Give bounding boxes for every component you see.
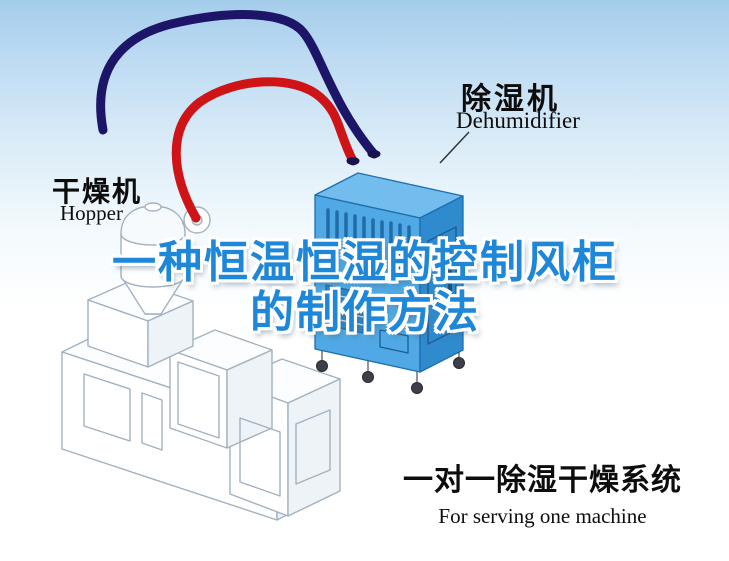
navy-pipe (96, 10, 379, 159)
dehumidifier-illustration (314, 172, 465, 394)
page-title-line1: 一种恒温恒湿的控制风柜 (112, 238, 618, 287)
red-pipe (171, 77, 358, 223)
extruder-machine-illustration (61, 279, 341, 521)
page-title: 一种恒温恒湿的控制风柜 的制作方法 (40, 238, 690, 338)
intake-grille (325, 284, 364, 334)
hopper-illustration (120, 202, 211, 315)
dryer-label-zh: 干燥机 (52, 176, 143, 207)
system-caption-en: For serving one machine (438, 504, 647, 528)
vent-slots (326, 208, 411, 271)
dehumidifier-pointer-line (439, 131, 470, 164)
hose-connectors (346, 150, 381, 165)
system-caption-zh: 一对一除湿干燥系统 (403, 464, 682, 497)
dehumidifier-label-zh: 除湿机 (461, 83, 560, 116)
page-title-line2: 的制作方法 (250, 288, 480, 337)
dehumidifier-label-en: Dehumidifier (456, 108, 580, 133)
system-caption: 一对一除湿干燥系统 For serving one machine (390, 455, 695, 529)
dryer-label-en: Hopper (60, 201, 123, 225)
casters (316, 351, 465, 394)
pipes (96, 10, 379, 223)
side-door (427, 226, 457, 345)
